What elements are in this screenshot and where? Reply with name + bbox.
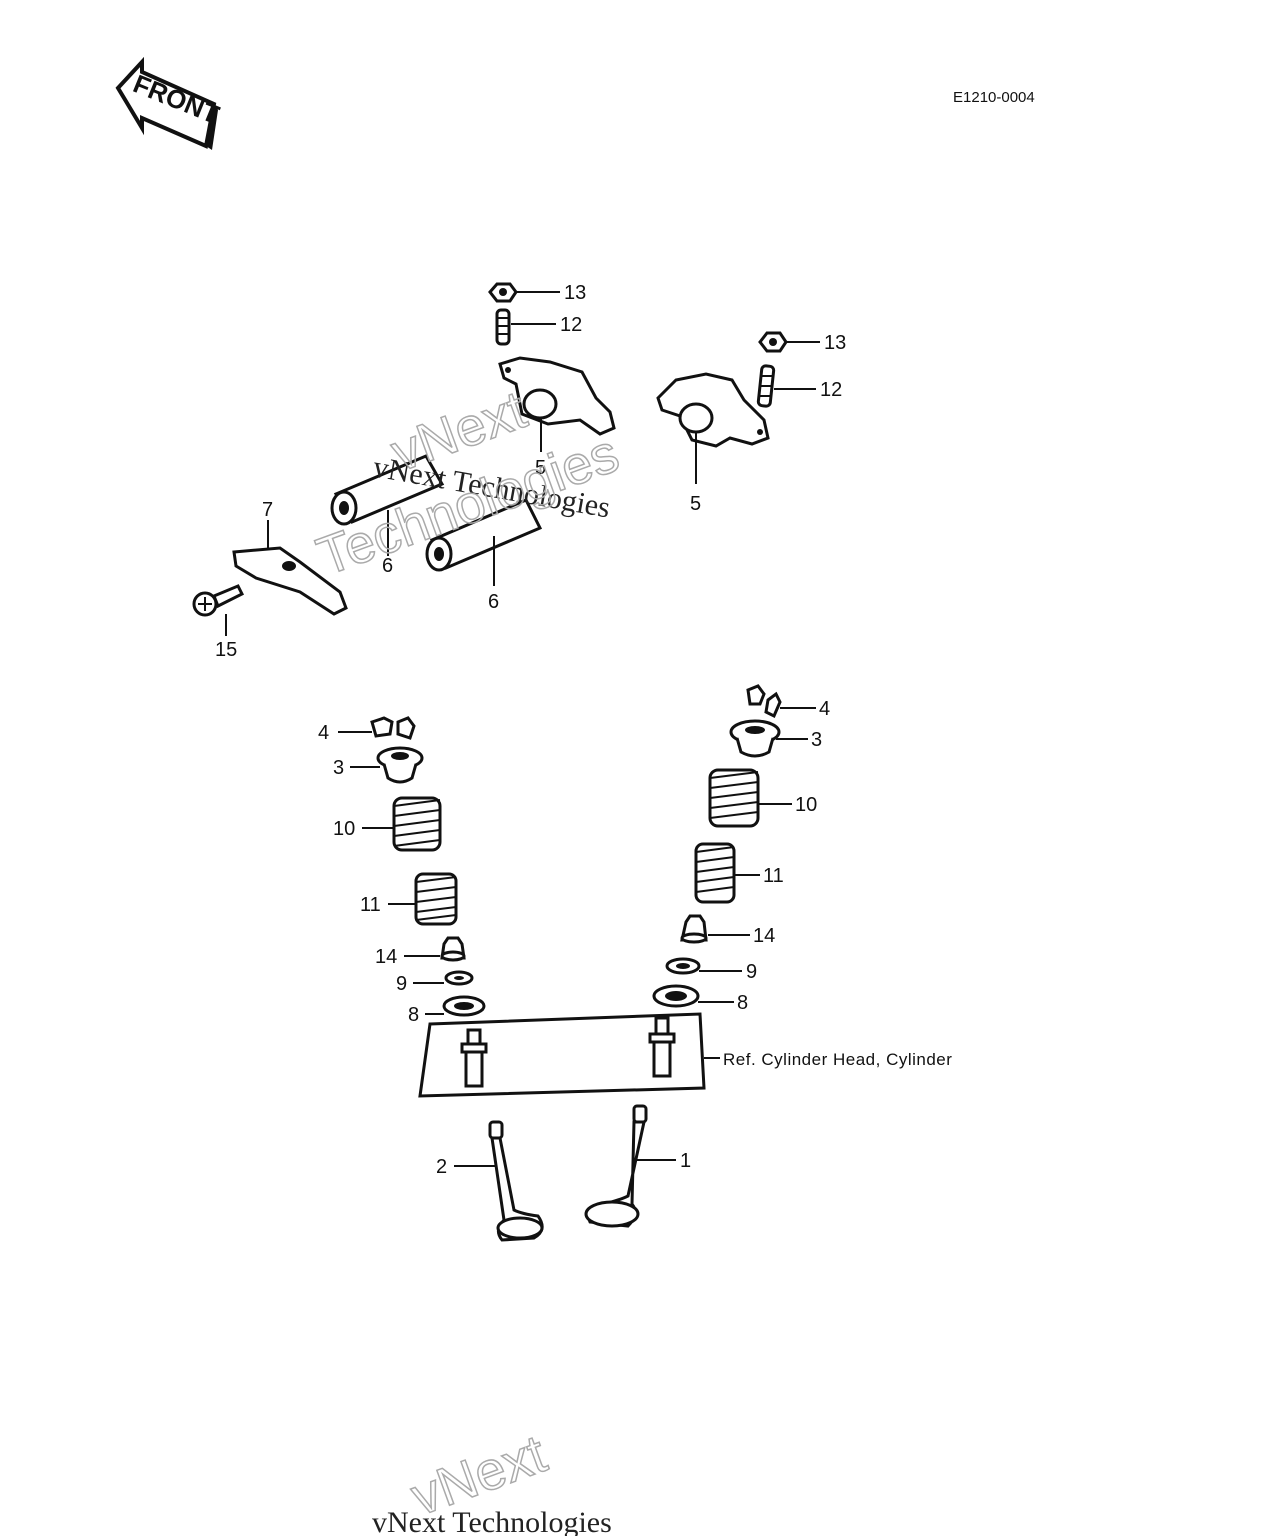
valve-guide-left xyxy=(460,1028,488,1088)
callout-7: 7 xyxy=(262,499,273,521)
stud-12-right xyxy=(756,364,776,408)
outer-valve-spring-10-left xyxy=(392,796,442,852)
valve-guide-right xyxy=(648,1016,676,1078)
watermark-bottom: vNext Technologies xyxy=(372,1506,612,1536)
callout-12-left: 12 xyxy=(560,314,582,336)
nut-13-right xyxy=(758,331,788,353)
spring-seat-9-right xyxy=(665,957,701,975)
callout-1: 1 xyxy=(680,1150,691,1172)
callout-5-right: 5 xyxy=(690,493,701,515)
callout-2: 2 xyxy=(436,1156,447,1178)
callout-14-left: 14 xyxy=(375,946,397,968)
drawing-code: E1210-0004 xyxy=(953,89,1035,106)
rocker-arm-5-left xyxy=(498,356,616,436)
callout-15: 15 xyxy=(215,639,237,661)
spring-seat-8-right xyxy=(652,984,700,1008)
callout-13-right: 13 xyxy=(824,332,846,354)
spring-retainer-3-left xyxy=(376,746,424,784)
callout-4-left: 4 xyxy=(318,722,329,744)
plate-7 xyxy=(232,546,348,616)
callout-6-upper: 6 xyxy=(382,555,393,577)
valve-stem-seal-14-left xyxy=(440,936,466,962)
callout-6-lower: 6 xyxy=(488,591,499,613)
rocker-shaft-6-lower xyxy=(425,498,543,572)
callout-10-right: 10 xyxy=(795,794,817,816)
exhaust-valve-2 xyxy=(488,1120,544,1242)
callout-13-left: 13 xyxy=(564,282,586,304)
callout-4-right: 4 xyxy=(819,698,830,720)
callout-12-right: 12 xyxy=(820,379,842,401)
callout-10-left: 10 xyxy=(333,818,355,840)
nut-13-left xyxy=(488,282,518,303)
outer-valve-spring-10-right xyxy=(708,768,760,828)
spring-seat-8-left xyxy=(442,995,486,1017)
stud-12-left xyxy=(495,308,511,346)
bolt-15 xyxy=(192,584,245,617)
front-arrow-icon: FRONT xyxy=(115,56,224,150)
callout-8-left: 8 xyxy=(408,1004,419,1026)
callout-8-right: 8 xyxy=(737,992,748,1014)
callout-5-left: 5 xyxy=(535,457,546,479)
callout-3-right: 3 xyxy=(811,729,822,751)
callout-9-right: 9 xyxy=(746,961,757,983)
rocker-arm-5-right xyxy=(656,372,770,448)
valve-keeper-4-right xyxy=(746,684,782,719)
spring-seat-9-left xyxy=(444,970,474,986)
inner-valve-spring-11-right xyxy=(694,842,736,904)
reference-note: Ref. Cylinder Head, Cylinder xyxy=(723,1050,952,1069)
valve-stem-seal-14-right xyxy=(680,914,708,944)
rocker-shaft-6-upper xyxy=(330,454,445,526)
inner-valve-spring-11-left xyxy=(414,872,458,926)
callout-9-left: 9 xyxy=(396,973,407,995)
callout-11-right: 11 xyxy=(763,865,784,887)
valve-keeper-4-left xyxy=(370,716,416,740)
callout-3-left: 3 xyxy=(333,757,344,779)
callout-11-left: 11 xyxy=(360,894,381,916)
cylinder-head-reference-box xyxy=(418,1012,706,1098)
intake-valve-1 xyxy=(584,1104,648,1228)
callout-14-right: 14 xyxy=(753,925,775,947)
spring-retainer-3-right xyxy=(729,719,781,758)
